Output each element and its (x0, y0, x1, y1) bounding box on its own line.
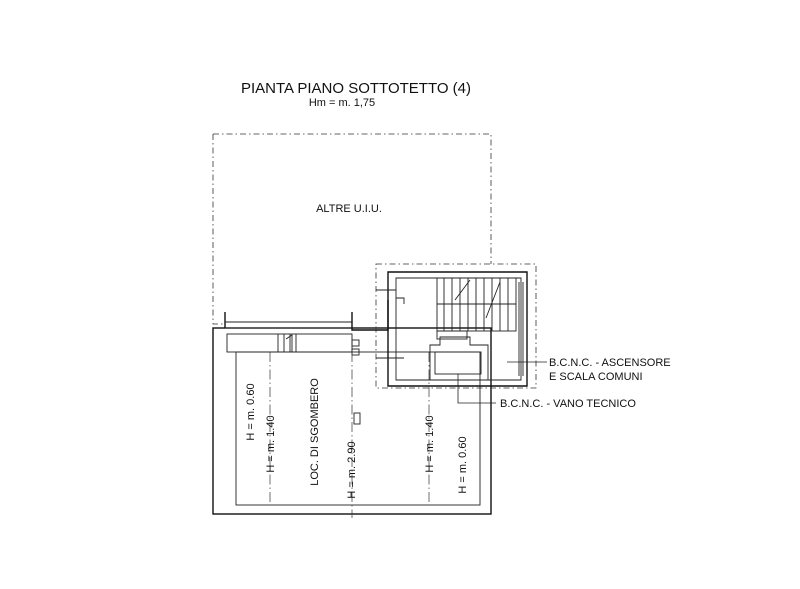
stair-lift-core (375, 263, 537, 389)
height-label-290: H = m. 2.90 (346, 441, 358, 498)
plan-subtitle: Hm = m. 1,75 (309, 97, 375, 109)
height-label-060-right: H = m. 0.60 (457, 436, 469, 493)
plan-title: PIANTA PIANO SOTTOTETTO (4) (241, 80, 471, 97)
height-lines (269, 352, 430, 518)
height-label-140-left: H = m. 1.40 (265, 415, 277, 472)
ascensore-label-line2: E SCALA COMUNI (549, 371, 643, 383)
ascensore-label-line1: B.C.N.C. - ASCENSORE (549, 357, 671, 369)
vano-tecnico-label: B.C.N.C. - VANO TECNICO (500, 398, 636, 410)
altre-uiu-label: ALTRE U.I.U. (316, 203, 382, 215)
altre-uiu-area: ALTRE U.I.U. (212, 133, 492, 325)
locale-label: LOC. DI SGOMBERO (309, 378, 321, 486)
height-label-140-right: H = m. 1.40 (424, 415, 436, 472)
leader-vano-tecnico (457, 374, 496, 404)
height-label-060-left: H = m. 0.60 (245, 383, 257, 440)
